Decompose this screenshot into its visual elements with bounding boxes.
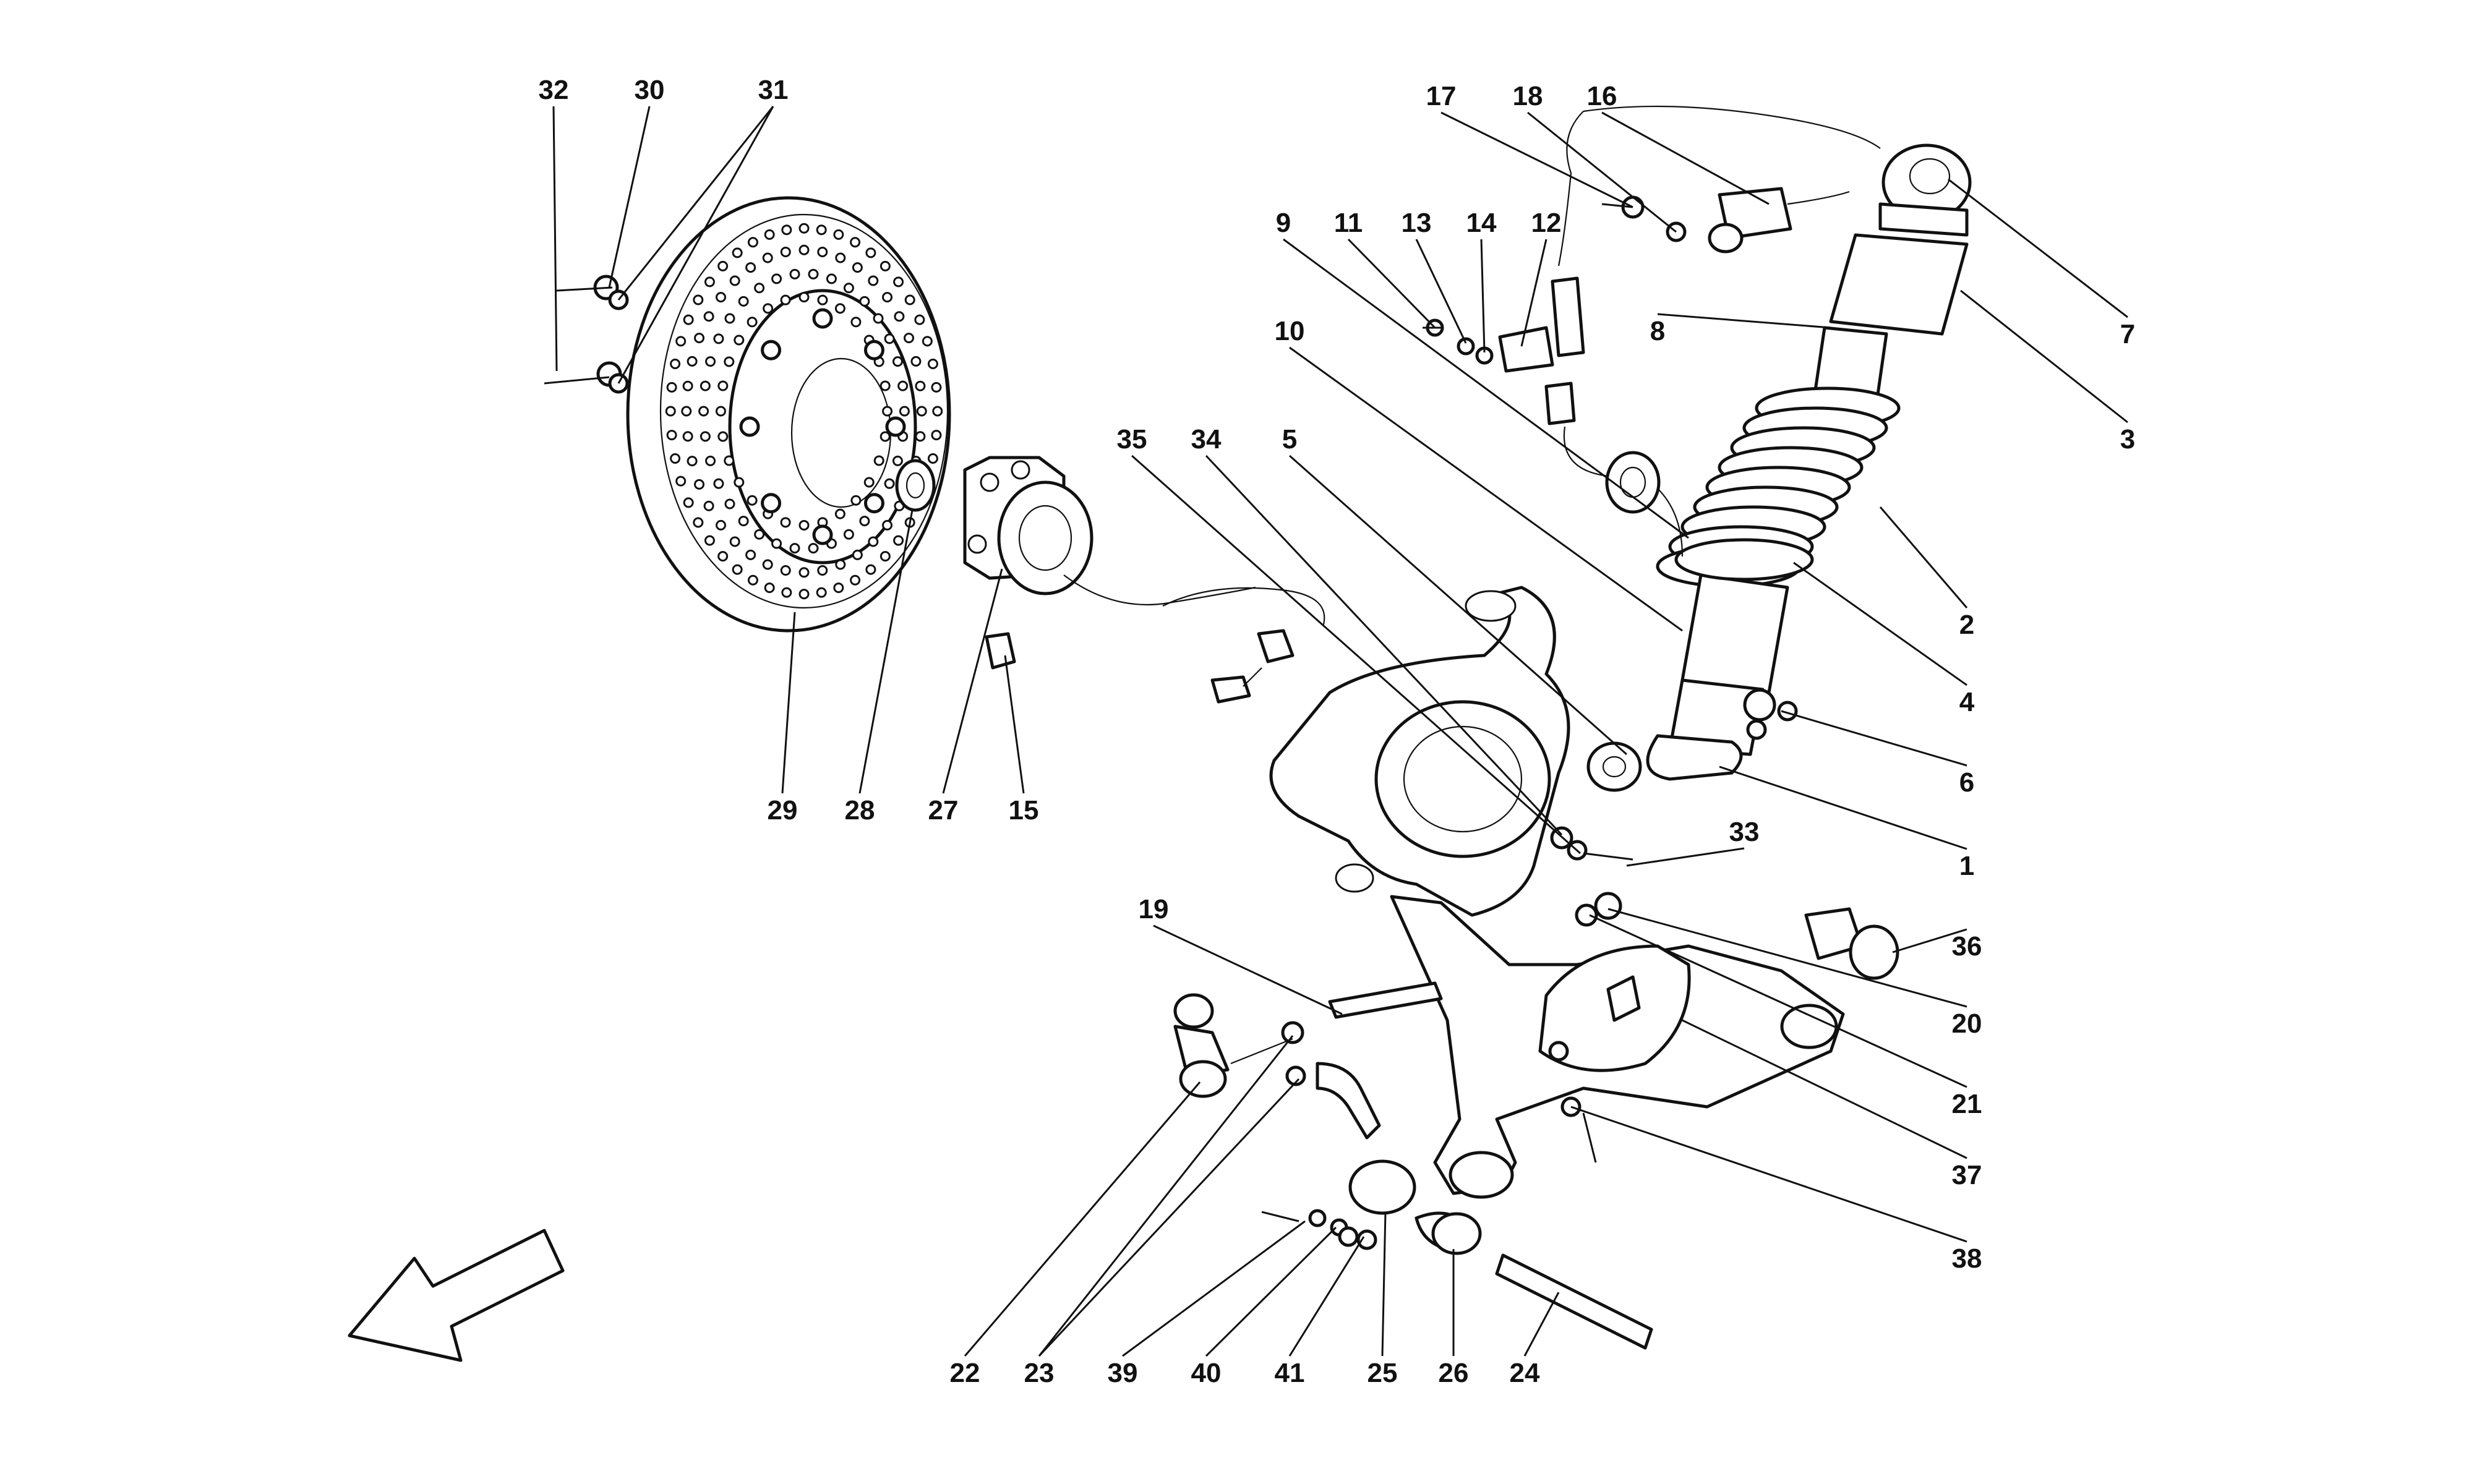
callout-19: 19 [1139, 894, 1169, 924]
callout-29: 29 [768, 795, 798, 825]
callout-7: 7 [2120, 319, 2135, 349]
callout-4: 4 [1959, 687, 1975, 717]
abs-sensor [1162, 587, 1325, 704]
callout-21: 21 [1952, 1089, 1982, 1119]
callout-9: 9 [1276, 208, 1291, 238]
hub-carrier [1269, 586, 1570, 917]
bracket [1498, 326, 1554, 373]
upper-bush [1586, 741, 1642, 792]
callout-22: 22 [950, 1358, 980, 1388]
callout-35: 35 [1117, 424, 1147, 454]
callout-23: 23 [1024, 1358, 1055, 1388]
callout-40: 40 [1191, 1358, 1222, 1388]
hub-seal [895, 459, 936, 512]
wheel-hub [963, 456, 1256, 606]
callout-15: 15 [1009, 795, 1039, 825]
callout-27: 27 [928, 795, 959, 825]
callout-12: 12 [1531, 208, 1562, 238]
callout-17: 17 [1426, 81, 1457, 111]
shock-absorber [1646, 143, 1972, 781]
callout-8: 8 [1650, 316, 1665, 346]
callout-13: 13 [1402, 208, 1432, 238]
callout-25: 25 [1368, 1358, 1398, 1388]
direction-arrow-icon [348, 1229, 565, 1362]
callout-20: 20 [1952, 1009, 1982, 1039]
callout-32: 32 [539, 75, 569, 105]
bush-36 [1804, 907, 1899, 980]
callout-39: 39 [1108, 1358, 1138, 1388]
callout-14: 14 [1466, 208, 1497, 238]
fasteners [544, 195, 1798, 1250]
shock-adjuster [1557, 105, 1881, 267]
callout-11: 11 [1334, 208, 1363, 238]
callout-30: 30 [635, 75, 665, 105]
callout-41: 41 [1275, 1358, 1305, 1388]
callout-18: 18 [1513, 81, 1543, 111]
callout-26: 26 [1439, 1358, 1469, 1388]
callout-10: 10 [1275, 316, 1305, 346]
callout-38: 38 [1952, 1243, 1982, 1274]
callout-16: 16 [1587, 81, 1617, 111]
callout-24: 24 [1510, 1358, 1540, 1388]
brake-disc [626, 196, 951, 633]
callout-5: 5 [1282, 424, 1297, 454]
callout-2: 2 [1959, 610, 1974, 640]
shaft [1431, 1212, 1653, 1350]
callout-28: 28 [845, 795, 875, 825]
sensor-bushing [985, 632, 1016, 670]
callout-37: 37 [1952, 1160, 1982, 1190]
callout-6: 6 [1959, 767, 1974, 798]
callout-33: 33 [1729, 817, 1760, 847]
tie-rod-end [1173, 981, 1443, 1098]
callout-34: 34 [1191, 424, 1222, 454]
callout-36: 36 [1952, 931, 1982, 962]
callout-3: 3 [2120, 424, 2135, 454]
leader-lines [552, 106, 2128, 1357]
callout-31: 31 [758, 75, 789, 105]
callout-1: 1 [1959, 851, 1974, 881]
cover-plate [1538, 944, 1691, 1072]
wire-connector [1544, 276, 1684, 557]
